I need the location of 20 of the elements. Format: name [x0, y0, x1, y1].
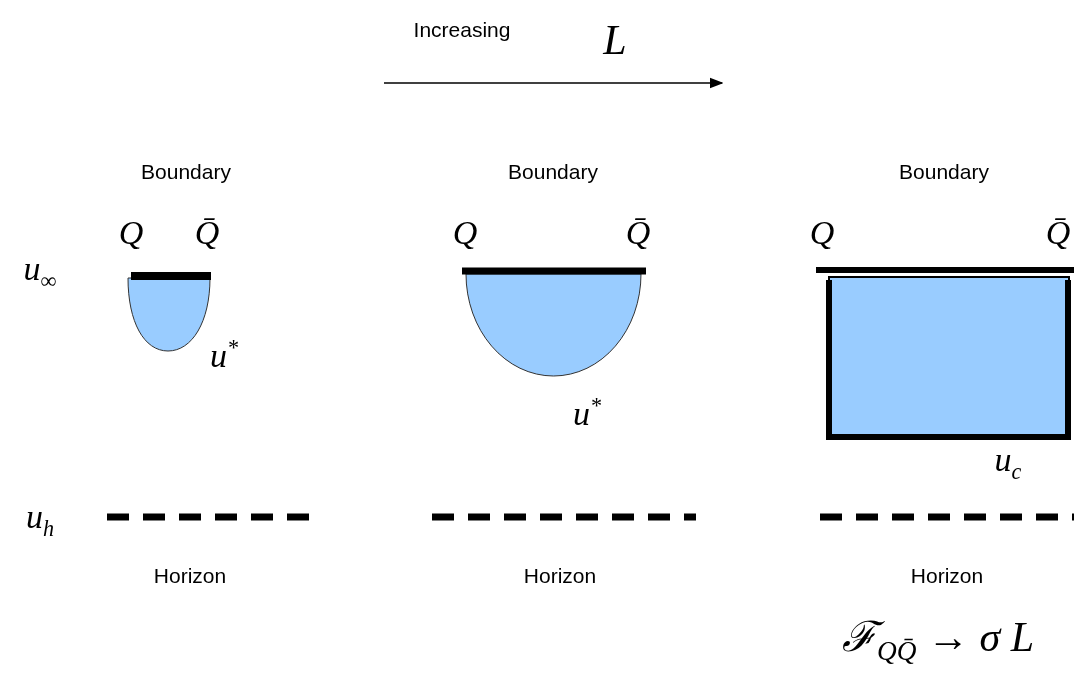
antiquark-label: Q̄ — [625, 214, 651, 252]
quark-label: Q — [452, 214, 478, 252]
axis-label: Increasing — [413, 18, 511, 42]
antiquark-label: Q̄ — [194, 214, 220, 252]
math-symbol: u$^{*}$ — [210, 335, 238, 375]
formula: ℱ$_{QQ̄}$ → σ L — [842, 613, 1034, 667]
math-symbol: u$_{∞}$ — [23, 250, 57, 294]
region-label: Boundary — [899, 160, 989, 184]
region-label: Horizon — [153, 564, 227, 588]
quark-label: Q — [118, 214, 144, 252]
region-label: Boundary — [508, 160, 598, 184]
math-symbol: L — [603, 16, 627, 64]
region-label: Boundary — [141, 160, 231, 184]
math-symbol: u$^{*}$ — [573, 393, 601, 433]
math-symbol: u$_{c}$ — [994, 441, 1022, 485]
quark-label: Q — [809, 214, 835, 252]
region-label: Horizon — [910, 564, 984, 588]
antiquark-label: Q̄ — [1045, 214, 1071, 252]
region-label: Horizon — [523, 564, 597, 588]
math-symbol: u$_{h}$ — [26, 498, 54, 542]
